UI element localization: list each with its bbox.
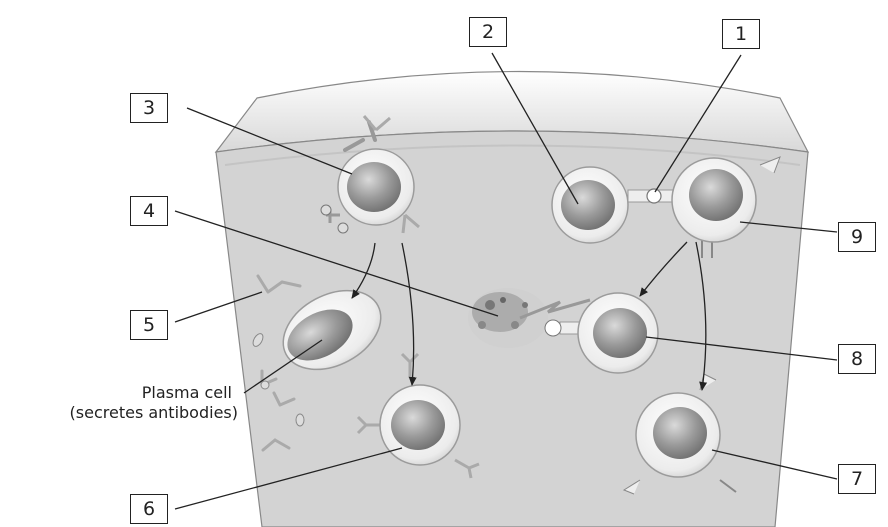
label-6: 6 [130, 494, 168, 524]
label-8: 8 [838, 344, 876, 374]
cell-6 [356, 352, 480, 479]
label-7: 7 [838, 464, 876, 494]
cell-2 [551, 166, 677, 244]
cell-3 [320, 115, 420, 234]
label-5: 5 [130, 310, 168, 340]
label-9: 9 [838, 222, 876, 252]
cell-8 [544, 292, 659, 374]
label-4: 4 [130, 196, 168, 226]
plasma-cell-caption: Plasma cell (secretes antibodies) [40, 383, 238, 423]
label-1: 1 [722, 19, 760, 49]
cell-7 [622, 373, 737, 495]
plasma-cell-caption-title: Plasma cell [141, 383, 232, 402]
differentiation-arrows [351, 241, 708, 391]
label-3: 3 [130, 93, 168, 123]
label-2: 2 [469, 17, 507, 47]
antigen-particle [468, 288, 591, 348]
leader-lines [174, 52, 838, 510]
cell-9 [671, 156, 781, 258]
plasma-cell-caption-subtitle: (secretes antibodies) [69, 403, 238, 422]
free-antibodies [256, 274, 305, 452]
